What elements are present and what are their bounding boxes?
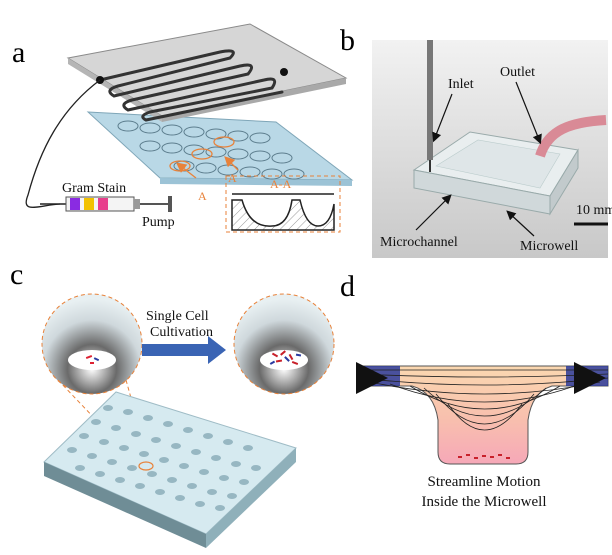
well-before-cultivation bbox=[41, 293, 143, 395]
panel-b-letter: b bbox=[340, 24, 355, 57]
scale-bar-label: 10 mm bbox=[576, 203, 612, 218]
outlet-label: Outlet bbox=[500, 65, 535, 80]
microwell-label: Microwell bbox=[520, 239, 578, 254]
panel-d: d bbox=[340, 270, 609, 510]
highlighted-well bbox=[138, 461, 154, 471]
section-arrow-upper bbox=[224, 156, 239, 171]
microchannel-layer bbox=[66, 23, 348, 122]
panel-a-letter: a bbox=[12, 36, 25, 69]
section-arrow-lower bbox=[175, 162, 197, 179]
streamline-simulation bbox=[356, 362, 609, 465]
caption-line1: Streamline Motion bbox=[428, 474, 541, 490]
panel-a: a bbox=[12, 23, 354, 233]
outlet-tube bbox=[535, 115, 607, 158]
arrow-label-line1: Single Cell bbox=[146, 309, 209, 324]
microwell-array-plate bbox=[43, 391, 297, 548]
panel-c: c Single Cell Cultivation bbox=[10, 258, 335, 548]
syringe-pump bbox=[40, 196, 172, 212]
panel-b: b Inlet Outlet Microchannel Microwell 10… bbox=[340, 24, 612, 258]
panel-c-letter: c bbox=[10, 258, 23, 291]
microwell-plate bbox=[86, 111, 354, 186]
gram-stain-label: Gram Stain bbox=[62, 181, 126, 196]
inlet-label: Inlet bbox=[448, 77, 474, 92]
caption-line2: Inside the Microwell bbox=[422, 494, 547, 510]
section-title: A-A bbox=[270, 177, 292, 191]
gram-stain-violet bbox=[70, 198, 80, 210]
cross-section-inset: A-A bbox=[225, 175, 341, 233]
inlet-tubing bbox=[25, 79, 101, 209]
gram-stain-pink bbox=[98, 198, 108, 210]
section-marker-lower: A bbox=[198, 189, 207, 203]
cultivation-arrow bbox=[142, 336, 226, 364]
gram-stain-yellow bbox=[84, 198, 94, 210]
well-after-cultivation bbox=[233, 293, 335, 395]
microchannel-label: Microchannel bbox=[380, 235, 458, 250]
arrow-label-line2: Cultivation bbox=[150, 325, 213, 340]
pump-label: Pump bbox=[142, 215, 175, 230]
section-marker-upper: A bbox=[228, 171, 237, 185]
panel-d-letter: d bbox=[340, 270, 355, 303]
outlet-port bbox=[280, 68, 288, 76]
